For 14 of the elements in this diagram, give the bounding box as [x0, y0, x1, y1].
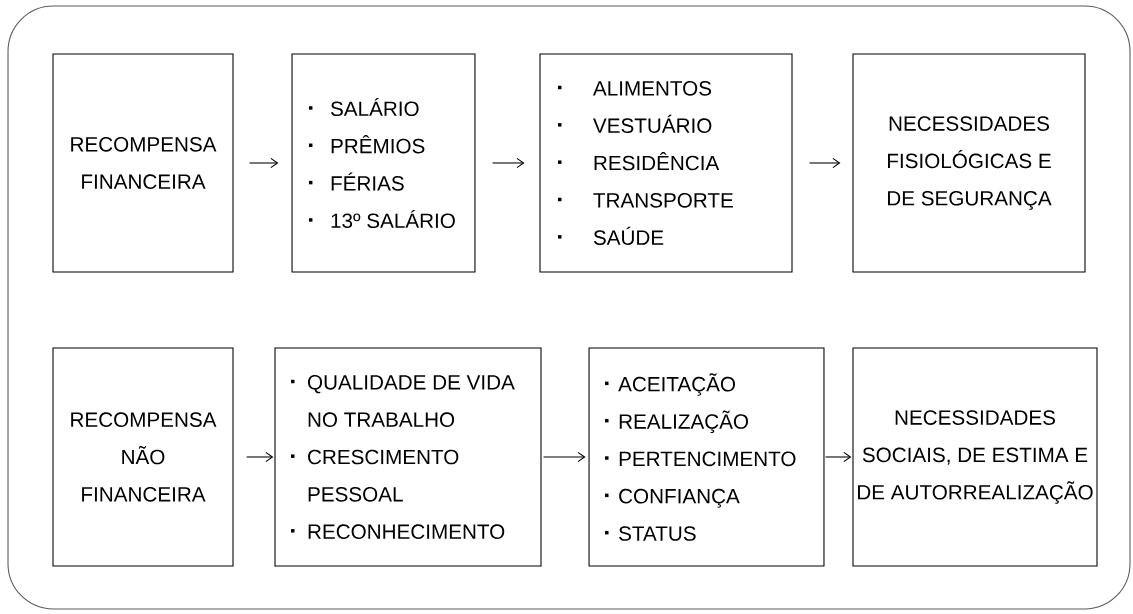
arrow: [825, 451, 852, 463]
text-box: NECESSIDADES SOCIAIS, DE ESTIMA E DE AUTORREALIZAÇÃO: [852, 347, 1098, 567]
arrow: [809, 157, 841, 169]
text-box: NECESSIDADES FISIOLÓGICAS E DE SEGURANÇA: [852, 53, 1086, 273]
text-box: RECOMPENSA NÃO FINANCEIRA: [52, 347, 234, 567]
arrow: [246, 451, 274, 463]
arrow: [543, 451, 586, 463]
arrow: [492, 157, 525, 169]
list-box: ACEITAÇÃO REALIZAÇÃO PERTENCIMENTO CONFIANÇA STATUS: [588, 347, 825, 567]
list-box: ALIMENTOS VESTUÁRIO RESIDÊNCIA TRANSPORTE SAÚDE: [539, 53, 793, 273]
arrow: [249, 157, 279, 169]
list-box: SALÁRIO PRÊMIOS FÉRIAS 13º SALÁRIO: [291, 53, 476, 273]
list-box: QUALIDADE DE VIDA NO TRABALHO CRESCIMENTO PESSOAL RECONHECIMENTO: [274, 347, 542, 567]
text-box: RECOMPENSA FINANCEIRA: [52, 53, 234, 273]
